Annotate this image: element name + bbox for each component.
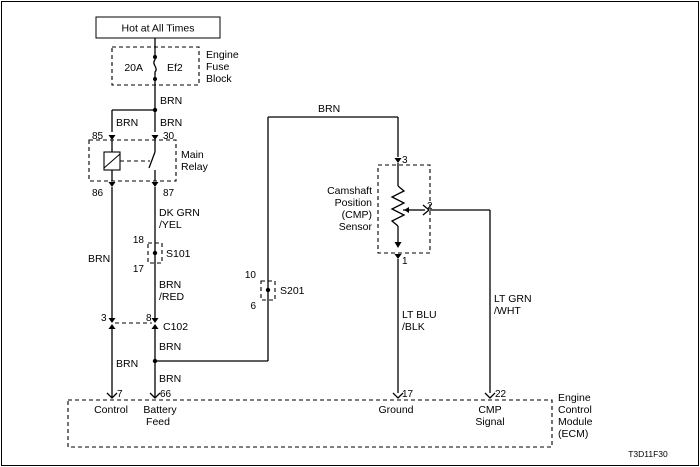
sensor-label-2: Position <box>335 197 373 209</box>
wire-label-dkgrn: DK GRN <box>159 207 200 219</box>
c102-right-arrow-icon <box>151 318 159 323</box>
fuse-terminal-top <box>153 55 157 59</box>
sensor-label-1: Camshaft <box>327 185 372 197</box>
splice-s201-dot <box>265 287 271 293</box>
relay-switch-icon <box>148 151 156 169</box>
wire-label-ltgrn: LT GRN <box>494 293 532 305</box>
sensor-resistor-icon <box>390 185 406 227</box>
fuse-block-outline <box>111 46 200 86</box>
wire-label-brn-4: BRN <box>88 253 110 265</box>
sensor-pin3-arrow-icon <box>394 158 402 163</box>
wire-label-brn-3: BRN <box>160 117 182 129</box>
pin86-arrow-icon <box>108 182 116 187</box>
ecm-label-1: Engine <box>558 392 591 404</box>
ecm-pin7-chevron-icon <box>106 392 118 399</box>
sensor-label-3: (CMP) <box>342 209 372 221</box>
wire-label-brn-8: BRN <box>159 373 181 385</box>
fuse-block-label-3: Block <box>206 73 232 85</box>
relay-pin-30: 30 <box>163 131 175 142</box>
splice-s101-dot <box>152 250 158 256</box>
splice-s201-pin-top: 10 <box>245 270 257 281</box>
figure-code: T3D11F30 <box>628 449 668 459</box>
wire-label-ltblu: LT BLU <box>402 309 437 321</box>
sensor-pin-bottom: 1 <box>402 256 408 267</box>
ecm-pin-66: 66 <box>160 389 172 400</box>
wire-label-brn-5: BRN <box>159 279 181 291</box>
power-source-label: Hot at All Times <box>122 23 195 35</box>
wire-label-brn-2: BRN <box>116 117 138 129</box>
ecm-pin-22: 22 <box>495 389 507 400</box>
ecm-pin-label-battery-1: Battery <box>143 404 177 416</box>
splice-s201-label: S201 <box>280 285 305 297</box>
sensor-pin1-arrow-icon <box>394 254 402 259</box>
sensor-pin2-chevron-icon <box>422 204 431 216</box>
wire-label-yel: /YEL <box>159 219 182 231</box>
ecm-label-4: (ECM) <box>558 428 588 440</box>
splice-s101-pin-top: 18 <box>133 235 145 246</box>
cmp-sensor-outline <box>377 164 431 254</box>
c102-pin-left: 3 <box>101 313 107 324</box>
ecm-pin-label-battery-2: Feed <box>146 416 170 428</box>
ecm-pin-label-control: Control <box>94 404 128 416</box>
relay-pin-86: 86 <box>92 188 104 199</box>
ecm-pin-label-cmp-1: CMP <box>478 404 501 416</box>
wire-label-brn-6: BRN <box>159 341 181 353</box>
wire-label-brn-1: BRN <box>160 95 182 107</box>
wire-label-blk: /BLK <box>402 321 425 333</box>
ecm-pin-label-cmp-2: Signal <box>475 416 504 428</box>
relay-pin-85: 85 <box>92 131 104 142</box>
ecm-pin22-chevron-icon <box>484 392 496 399</box>
sensor-bottom-arrow-icon <box>394 242 402 248</box>
sensor-pin-signal: 2 <box>427 201 433 212</box>
fuse-block-label-2: Fuse <box>206 61 230 73</box>
c102-pin-right: 8 <box>146 313 152 324</box>
wire-label-red: /RED <box>159 291 185 303</box>
splice-s101-outline <box>147 242 163 264</box>
splice-s101-label: S101 <box>166 248 191 260</box>
ecm-label-3: Module <box>558 416 593 428</box>
ecm-pin17-chevron-icon <box>392 392 404 399</box>
fuse-rating: 20A <box>124 62 143 74</box>
fuse-terminal-bottom <box>153 77 157 81</box>
wire-label-wht: /WHT <box>494 305 521 317</box>
fuse-block-label-1: Engine <box>206 49 239 61</box>
ecm-pin-17: 17 <box>402 389 414 400</box>
splice-s201-outline <box>260 280 276 301</box>
ecm-outline <box>67 399 553 448</box>
wire-label-brn-7: BRN <box>116 358 138 370</box>
main-relay-outline <box>88 139 177 182</box>
power-source-box <box>95 16 221 39</box>
ecm-label-2: Control <box>558 404 592 416</box>
splice-s101-pin-bottom: 17 <box>133 264 145 275</box>
relay-label-1: Main <box>181 149 204 161</box>
relay-label-2: Relay <box>181 161 209 173</box>
wire-label-brn-9: BRN <box>318 103 340 115</box>
sensor-pin-top: 3 <box>402 155 408 166</box>
sensor-label-4: Sensor <box>339 221 373 233</box>
fuse-id: Ef2 <box>167 62 183 74</box>
relay-pin-87: 87 <box>163 188 175 199</box>
fuse-symbol <box>153 59 157 76</box>
sensor-wiper-arrow-icon <box>404 207 409 213</box>
pin85-arrow-icon <box>108 135 116 140</box>
splice-s201-pin-bottom: 6 <box>250 301 256 312</box>
c102-label: C102 <box>163 321 188 333</box>
ecm-pin66-chevron-icon <box>149 392 161 399</box>
pin87-arrow-icon <box>151 182 159 187</box>
ecm-pin-7: 7 <box>117 389 123 400</box>
c102-left-arrow-icon <box>108 318 116 323</box>
ecm-pin-label-ground: Ground <box>378 404 413 416</box>
pin30-arrow-icon <box>151 135 159 140</box>
